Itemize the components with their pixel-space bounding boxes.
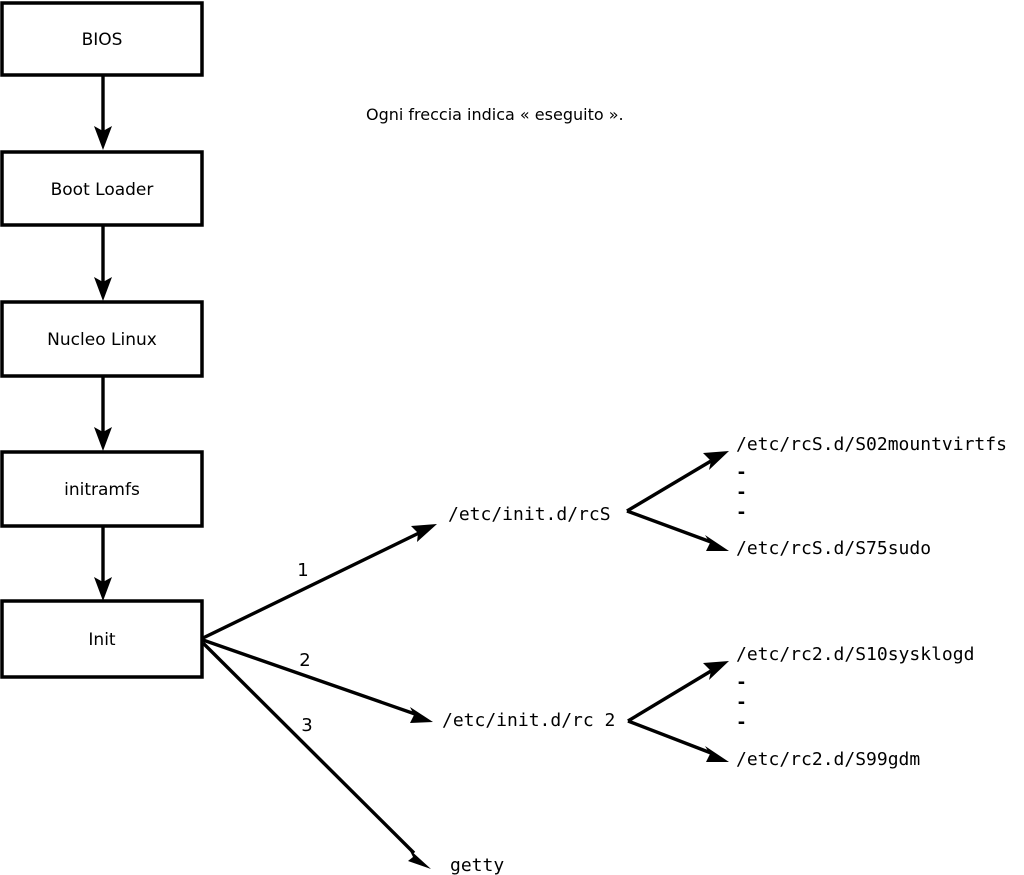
node-bootloader[interactable]: Boot Loader [0,150,204,227]
edge-bootloader-to-kernel [94,225,112,301]
arrowhead-icon [411,524,437,542]
legend-note: Ogni freccia indica « eseguito ». [366,105,624,124]
node-bios[interactable]: BIOS [0,1,204,77]
label-rc2-last-script[interactable]: /etc/rc2.d/S99gdm [736,749,920,770]
node-bios-box [0,1,204,77]
rc2-ellipsis-dash-1: - [736,672,747,693]
node-kernel[interactable]: Nucleo Linux [0,300,204,378]
node-init[interactable]: Init [0,599,204,679]
rc2-ellipsis-dash-2: - [736,692,747,713]
arrowhead-icon [94,427,112,451]
label-init-d-rc2[interactable]: /etc/init.d/rc 2 [442,710,615,731]
arrowhead-icon [705,535,729,551]
node-init-label: Init [88,630,116,650]
arrowhead-icon [94,126,112,150]
rcs-ellipsis-dash-3: - [736,502,747,523]
rc2-ellipsis-dash-3: - [736,712,747,733]
edge-init-to-getty [201,641,431,869]
edge-rc2-to-last-script [627,719,729,762]
edge-kernel-to-initramfs [94,376,112,451]
edge-rcs-to-first-script [626,451,729,513]
label-init-d-rcs[interactable]: /etc/init.d/rcS [448,504,611,525]
edge-label-1: 1 [297,560,308,581]
node-bios-label: BIOS [82,30,123,50]
node-initramfs[interactable]: initramfs [0,450,204,528]
arrowhead-icon [705,746,729,762]
node-kernel-label: Nucleo Linux [47,330,157,350]
node-init-box [0,599,204,679]
rcs-ellipsis-dash-1: - [736,462,747,483]
label-rcs-last-script[interactable]: /etc/rcS.d/S75sudo [736,538,931,559]
edge-label-2: 2 [299,650,310,671]
arrowhead-icon [703,661,729,680]
label-rcs-first-script[interactable]: /etc/rcS.d/S02mountvirtfs [736,434,1007,455]
node-bootloader-label: Boot Loader [51,180,154,200]
arrowhead-icon [703,451,729,470]
edge-initramfs-to-init [94,526,112,601]
edge-bios-to-bootloader [94,75,112,150]
arrowhead-icon [94,577,112,601]
arrowhead-icon [410,707,433,723]
arrowhead-icon [408,849,431,869]
label-rc2-first-script[interactable]: /etc/rc2.d/S10sysklogd [736,644,974,665]
edge-rc2-to-first-script [627,661,729,723]
node-initramfs-box [0,450,204,528]
node-bootloader-box [0,150,204,227]
rcs-ellipsis-dash-2: - [736,482,747,503]
edge-init-to-rcs [202,524,437,640]
edge-label-3: 3 [301,715,312,736]
label-getty[interactable]: getty [450,855,504,875]
edge-rcs-to-last-script [626,509,729,551]
arrowhead-icon [94,277,112,301]
node-initramfs-label: initramfs [64,480,140,500]
edge-init-to-rc2 [202,638,433,723]
